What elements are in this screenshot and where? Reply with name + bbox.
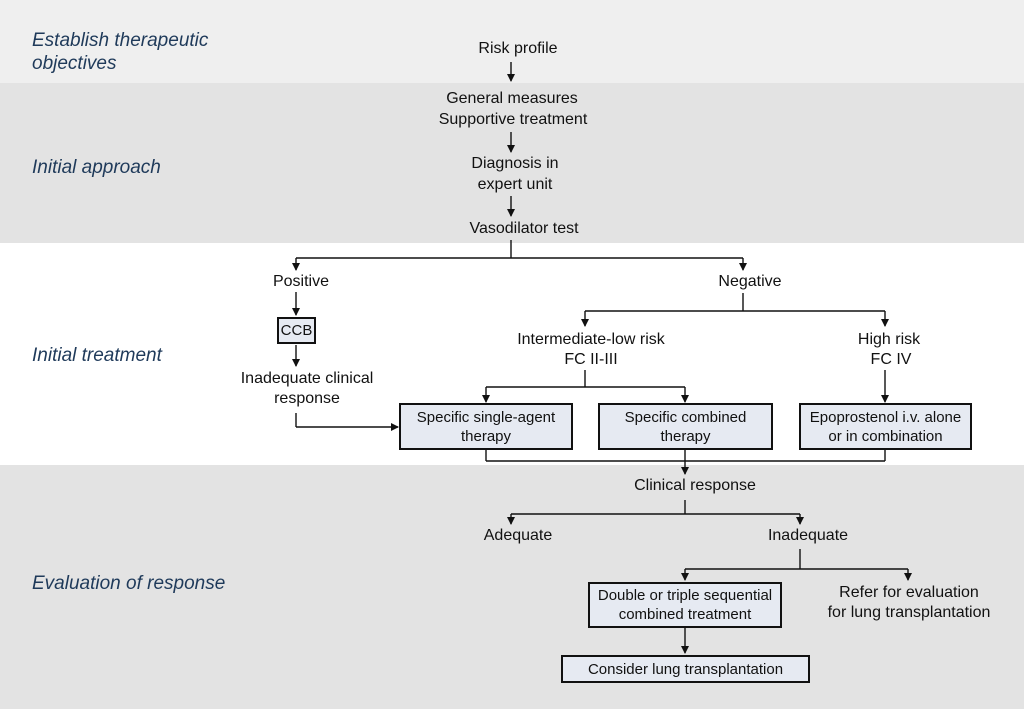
node-risk-profile: Risk profile [478, 40, 558, 57]
box-double-triple-line2: combined treatment [618, 606, 752, 623]
band-evaluation [0, 465, 1024, 709]
box-epoprostenol: Epoprostenol i.v. alone or in combinatio… [799, 403, 972, 450]
band-objectives [0, 0, 1024, 83]
box-consider-lung-label: Consider lung transplantation [587, 660, 784, 678]
node-negative: Negative [718, 273, 782, 290]
node-inadequate-clinical-line2: response [274, 390, 340, 407]
box-single-agent-line1: Specific single-agent [416, 408, 556, 426]
node-intermediate-risk-line2: FC II-III [564, 351, 618, 368]
node-high-risk-line2: FC IV [870, 351, 912, 368]
box-single-agent-line2: therapy [460, 427, 512, 445]
section-label-objectives: Establish therapeutic objectives [32, 30, 209, 74]
box-double-triple-line1: Double or triple sequential [597, 587, 773, 604]
node-supportive-treatment: Supportive treatment [438, 111, 588, 128]
box-epoprostenol-line2: or in combination [828, 427, 943, 445]
box-single-agent-therapy: Specific single-agent therapy [399, 403, 573, 450]
node-positive: Positive [272, 273, 330, 290]
box-ccb-label: CCB [280, 322, 313, 339]
node-high-risk-line1: High risk [857, 331, 921, 348]
box-ccb: CCB [277, 317, 316, 344]
box-double-triple-treatment: Double or triple sequential combined tre… [588, 582, 782, 628]
node-diagnosis-line2: expert unit [477, 176, 553, 193]
node-adequate: Adequate [483, 527, 553, 544]
box-combined-line1: Specific combined [624, 408, 747, 426]
node-clinical-response: Clinical response [634, 477, 756, 494]
section-label-evaluation: Evaluation of response [32, 573, 226, 594]
node-diagnosis-line1: Diagnosis in [471, 155, 559, 172]
section-label-initial-approach: Initial approach [32, 157, 161, 178]
node-vasodilator-test: Vasodilator test [469, 220, 579, 237]
node-inadequate-clinical-line1: Inadequate clinical [240, 370, 374, 387]
node-inadequate: Inadequate [767, 527, 849, 544]
node-refer-line2: for lung transplantation [827, 604, 991, 621]
box-consider-lung-transplantation: Consider lung transplantation [561, 655, 810, 683]
section-label-initial-treatment: Initial treatment [32, 345, 162, 366]
node-refer-line1: Refer for evaluation [839, 584, 979, 601]
node-intermediate-risk-line1: Intermediate-low risk [517, 331, 665, 348]
box-combined-therapy: Specific combined therapy [598, 403, 773, 450]
node-general-measures: General measures [446, 90, 578, 107]
box-epoprostenol-line1: Epoprostenol i.v. alone [809, 408, 962, 426]
box-combined-line2: therapy [660, 427, 711, 445]
